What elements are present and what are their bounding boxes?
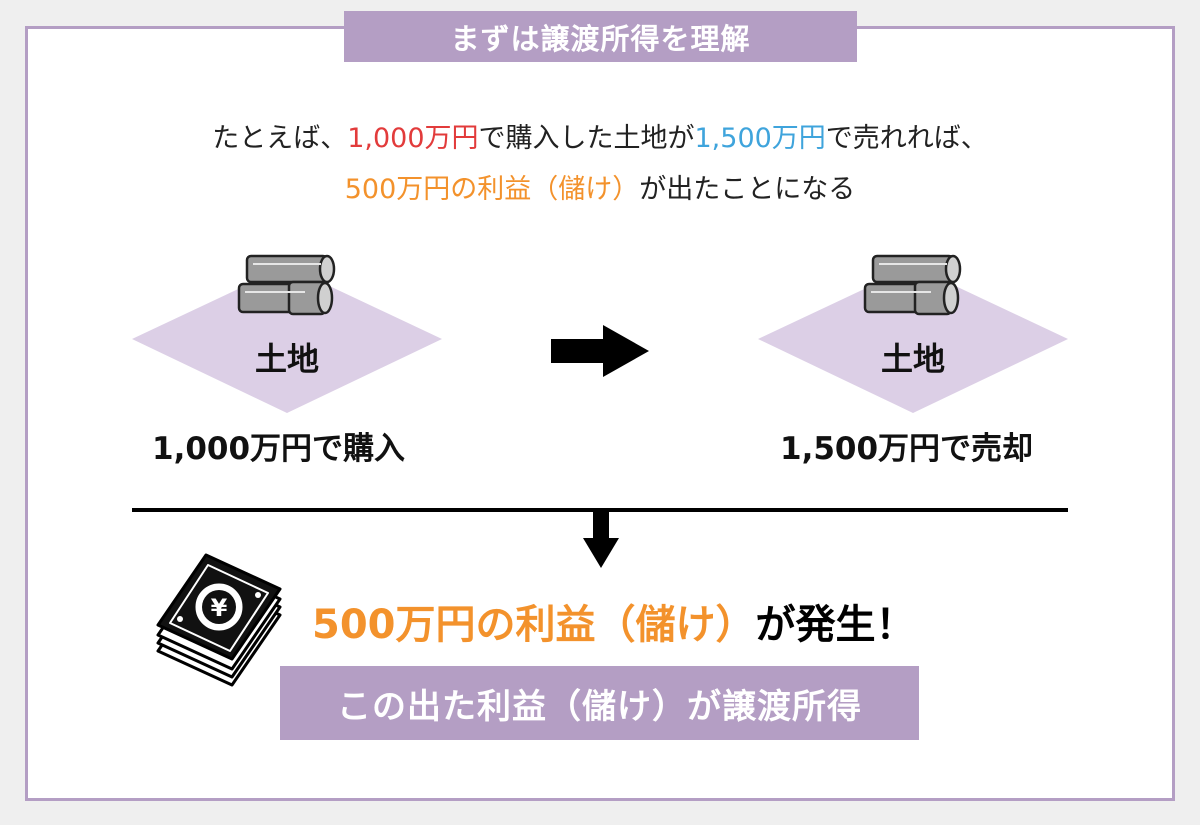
profit-highlight: 500万円の利益（儲け） [312,602,756,648]
arrow-down-icon [583,512,619,568]
sell-price: 1,500万円 [694,123,826,154]
land-diamond-left [132,266,442,413]
buy-price: 1,000万円 [347,123,479,154]
pipes-icon [237,254,336,316]
purchase-caption: 1,000万円で購入 [152,431,406,467]
yen-banknotes-icon: ¥ [156,553,282,687]
intro-profit: 500万円の利益（儲け） [344,174,640,205]
sale-caption: 1,500万円で売却 [780,431,1034,467]
profit-statement: 500万円の利益（儲け）が発生！ [312,592,916,650]
intro-text-rest: が出たことになる [639,174,856,205]
intro-text-b: で購入した土地が [478,123,695,154]
intro-line-2: 500万円の利益（儲け）が出たことになる [0,167,1200,206]
land-label-left: 土地 [254,340,319,378]
title-text: まずは譲渡所得を理解 [450,21,751,56]
divider-line [132,508,1068,512]
intro-line-1: たとえば、1,000万円で購入した土地が1,500万円で売れれば、 [0,116,1200,155]
intro-text-c: で売れれば、 [825,123,988,154]
land-diamond-right [758,266,1068,413]
arrow-right-icon [551,325,649,377]
svg-text:¥: ¥ [211,594,228,622]
title-banner: まずは譲渡所得を理解 [344,11,857,62]
pipes-icon [863,254,962,316]
land-label-right: 土地 [880,340,945,378]
intro-text-a: たとえば、 [212,123,348,154]
conclusion-banner: この出た利益（儲け）が譲渡所得 [280,666,919,740]
conclusion-text: この出た利益（儲け）が譲渡所得 [337,686,862,727]
profit-rest: が発生！ [755,602,916,648]
